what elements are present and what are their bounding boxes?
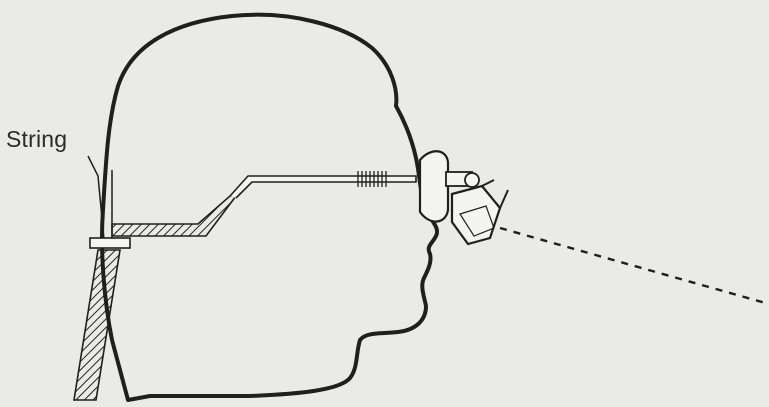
string-leader [87, 155, 105, 241]
strap-buckle [89, 237, 131, 249]
head-outline [100, 12, 439, 402]
head-band [111, 195, 238, 237]
light-beam [499, 226, 769, 306]
lamp-arm [229, 175, 417, 199]
string-label: String [6, 126, 68, 152]
headlamp-icon [418, 150, 509, 246]
back-strap [73, 249, 121, 401]
arm-coil [357, 171, 387, 187]
